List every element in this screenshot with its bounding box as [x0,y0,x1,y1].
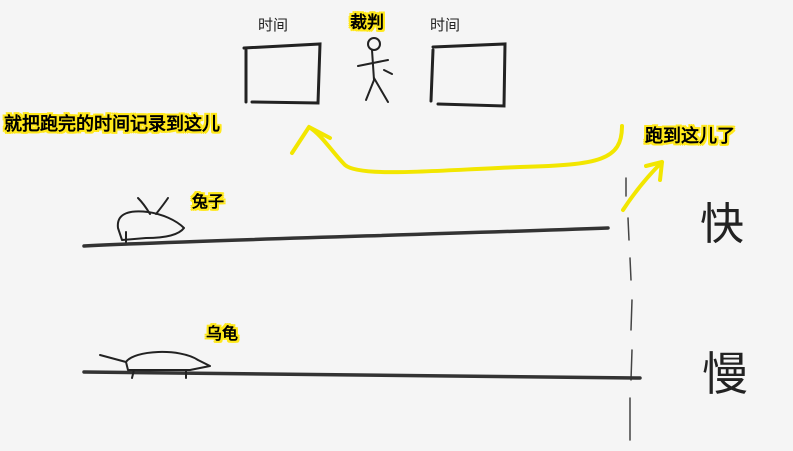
left-time-box [242,42,322,105]
reach-arrow [621,160,664,212]
fast-label: 快 [700,199,744,250]
rabbit-figure [116,197,185,243]
referee-title: 裁判 [350,13,384,33]
turtle-track [82,370,642,380]
record-arrow [290,124,624,175]
rabbit-label: 兔子 [192,192,225,211]
turtle-label: 乌龟 [206,324,239,343]
referee-figure [357,37,393,103]
finish-line [625,177,633,441]
turtle-figure [99,351,211,379]
record-time-annotation: 就把跑完的时间记录到这儿 [4,114,220,135]
right-box-label: 时间 [430,16,461,34]
reached-here-annotation: 跑到这儿了 [645,126,735,147]
rabbit-track [82,226,610,248]
left-box-label: 时间 [258,16,289,34]
slow-label: 慢 [702,347,748,401]
right-time-box [429,42,507,108]
